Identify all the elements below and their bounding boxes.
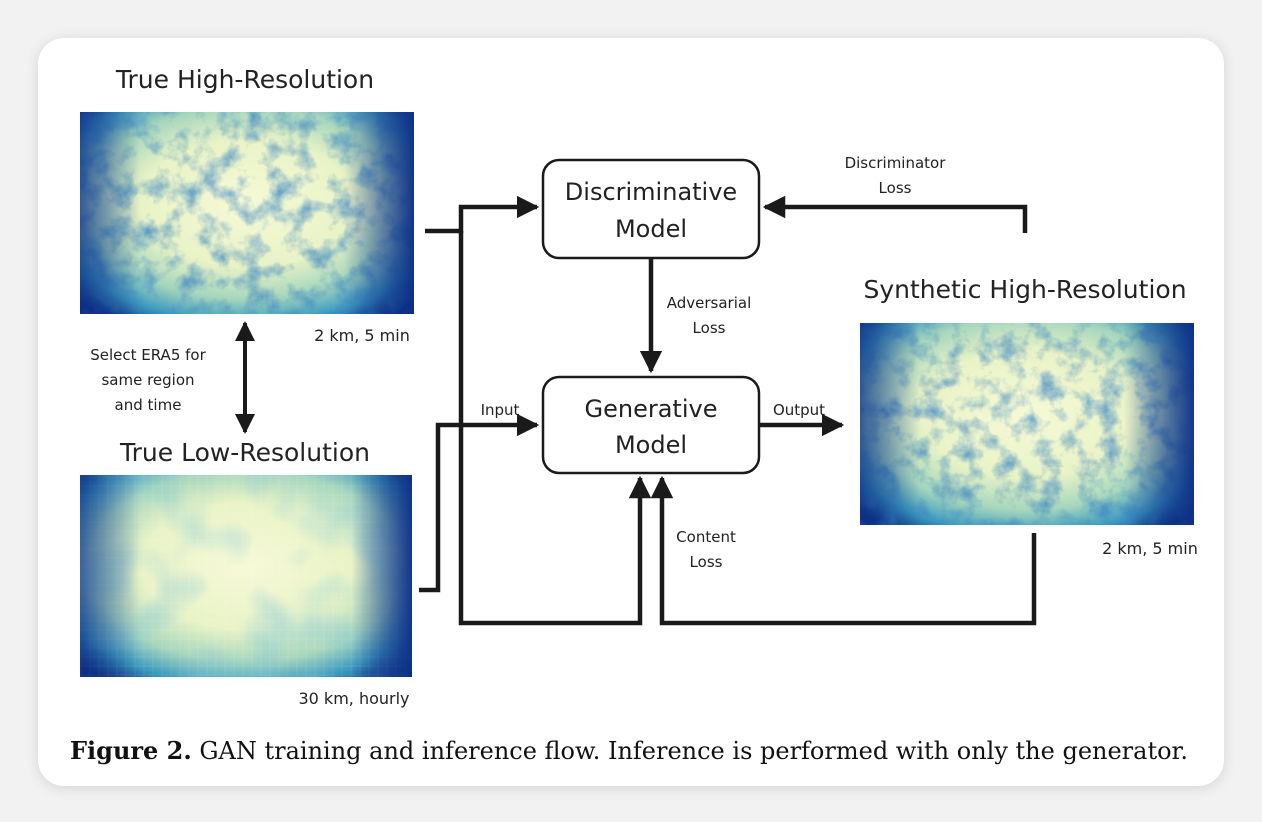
discriminative-model-box: Discriminative Model (541, 158, 761, 260)
discriminator-loss-label: Loss (879, 179, 912, 197)
discriminative-label: Model (615, 215, 687, 243)
content-loss-label: Loss (690, 553, 723, 571)
content-loss-label: Content (676, 528, 736, 546)
input-label: Input (481, 401, 520, 419)
true-high-res-title: True High-Resolution (115, 65, 374, 94)
figure-caption: Figure 2. GAN training and inference flo… (70, 736, 1210, 765)
output-label: Output (773, 401, 825, 419)
discriminator-loss-arrow (762, 195, 1028, 233)
discriminator-loss-label: Discriminator (845, 154, 947, 172)
content-loss-arrow (650, 475, 1037, 626)
select-era5-note: Select ERA5 for same region and time (90, 346, 206, 414)
select-note-line: same region (101, 371, 194, 389)
generative-label: Model (615, 431, 687, 459)
true-low-res-title: True Low-Resolution (119, 438, 370, 467)
adversarial-loss-label: Loss (693, 319, 726, 337)
input-arrow (419, 413, 540, 593)
generative-label: Generative (585, 395, 718, 423)
figure-caption-text: GAN training and inference flow. Inferen… (191, 737, 1189, 765)
true-high-res-map (80, 112, 414, 314)
generative-model-box: Generative Model (541, 375, 761, 475)
discriminative-label: Discriminative (565, 178, 737, 206)
true-low-res-map (80, 475, 412, 677)
true-high-res-resolution: 2 km, 5 min (314, 326, 410, 345)
true-high-to-discriminator-arrow (425, 195, 540, 234)
synthetic-resolution: 2 km, 5 min (1102, 539, 1198, 558)
synthetic-high-res-map (860, 323, 1194, 525)
synthetic-high-res-title: Synthetic High-Resolution (863, 275, 1186, 304)
select-note-line: Select ERA5 for (90, 346, 206, 364)
true-low-res-resolution: 30 km, hourly (298, 689, 409, 708)
figure-caption-label: Figure 2. (70, 736, 192, 765)
select-note-line: and time (115, 396, 182, 414)
adversarial-loss-label: Adversarial (667, 294, 752, 312)
